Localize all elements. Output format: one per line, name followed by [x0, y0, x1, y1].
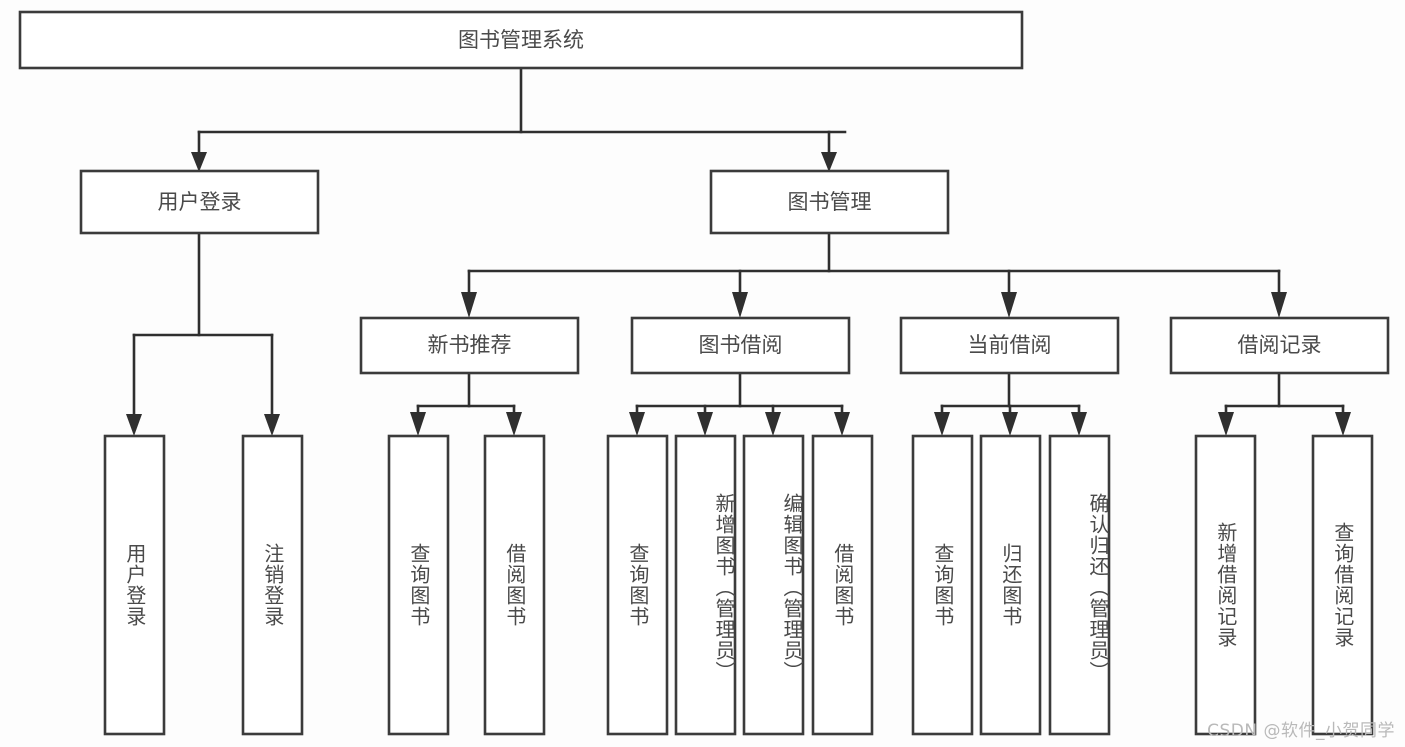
connector-newbook-to-leaves [410, 371, 522, 436]
node-root-label: 图书管理系统 [458, 28, 584, 52]
connector-borrowrecord-to-leaves [1218, 371, 1351, 436]
leaf-box-query-book-current [911, 434, 974, 736]
node-root[interactable]: 图书管理系统 [18, 10, 1024, 70]
node-book-borrow[interactable]: 图书借阅 [630, 316, 851, 375]
leaf-box-confirm-return [1048, 434, 1111, 736]
leaf-boxes [103, 434, 1374, 736]
node-borrow-record-label: 借阅记录 [1238, 333, 1322, 357]
connector-userlogin-to-leaves [126, 231, 280, 436]
leaf-box-return-book [979, 434, 1042, 736]
node-current-borrow[interactable]: 当前借阅 [899, 316, 1120, 375]
csdn-watermark: CSDN @软件_小贺同学 [1207, 721, 1395, 741]
leaf-box-edit-book [742, 434, 805, 736]
node-book-borrow-label: 图书借阅 [699, 333, 783, 357]
connector-root-to-level2 [191, 66, 847, 172]
connector-bookmgmt-to-level3 [461, 231, 1287, 318]
leaf-box-user-login [103, 434, 166, 736]
leaf-box-add-book [674, 434, 737, 736]
leaf-box-user-logout [241, 434, 304, 736]
leaf-box-add-borrow-record [1194, 434, 1257, 736]
node-new-book-recommend-label: 新书推荐 [428, 333, 512, 357]
leaf-box-query-book-recommend [387, 434, 450, 736]
leaf-box-borrow-book-recommend [483, 434, 546, 736]
node-borrow-record[interactable]: 借阅记录 [1169, 316, 1390, 375]
connector-currentborrow-to-leaves [934, 371, 1087, 436]
leaf-box-query-borrow-record [1311, 434, 1374, 736]
node-user-login-label: 用户登录 [158, 190, 242, 214]
node-user-login[interactable]: 用户登录 [79, 169, 320, 235]
node-book-management-label: 图书管理 [788, 190, 872, 214]
node-current-borrow-label: 当前借阅 [968, 333, 1052, 357]
node-book-management[interactable]: 图书管理 [709, 169, 950, 235]
leaf-box-query-book-borrow [606, 434, 669, 736]
node-new-book-recommend[interactable]: 新书推荐 [359, 316, 580, 375]
connector-bookborrow-to-leaves [629, 371, 850, 436]
leaf-box-borrow-book [811, 434, 874, 736]
